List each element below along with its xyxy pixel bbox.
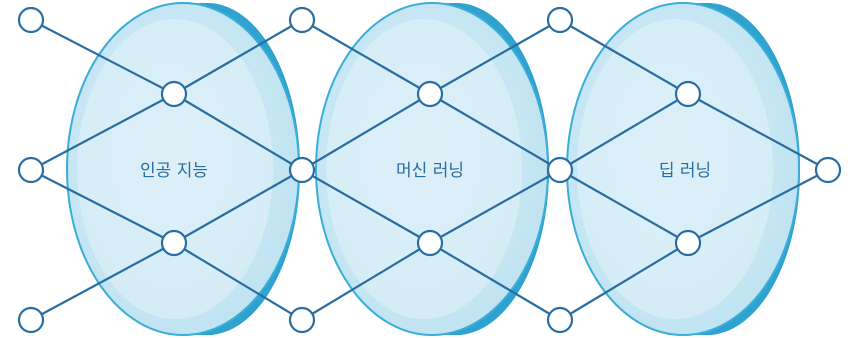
node: [19, 308, 43, 332]
lens-ml-label: 머신 러닝: [396, 161, 464, 181]
node: [290, 8, 314, 32]
node: [162, 82, 186, 106]
node: [418, 231, 442, 255]
node: [548, 8, 572, 32]
node: [418, 82, 442, 106]
lens-ai-label: 인공 지능: [140, 161, 208, 181]
node: [290, 308, 314, 332]
node: [162, 231, 186, 255]
node: [676, 82, 700, 106]
node: [19, 8, 43, 32]
lens-dl-label: 딥 러닝: [659, 161, 711, 181]
node: [19, 158, 43, 182]
node: [548, 308, 572, 332]
node: [290, 158, 314, 182]
node: [676, 231, 700, 255]
node: [548, 158, 572, 182]
node: [816, 158, 840, 182]
